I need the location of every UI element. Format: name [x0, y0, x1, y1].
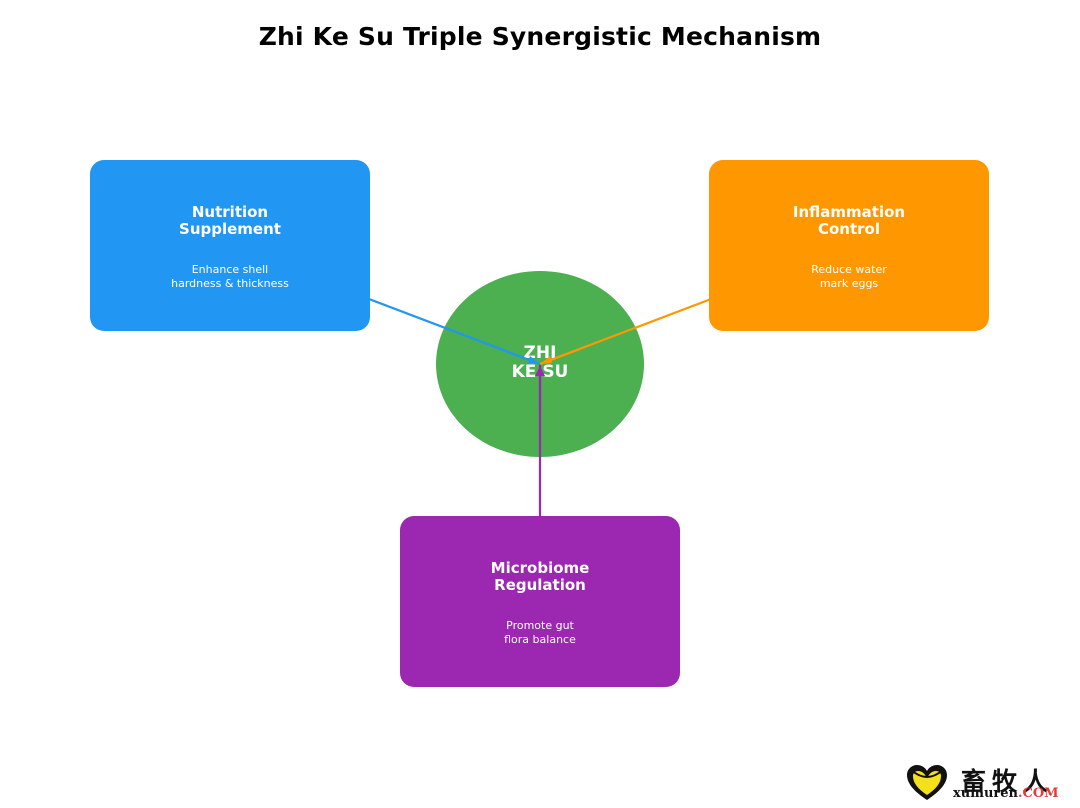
watermark-domain-text: xumuren.COM — [953, 786, 1059, 801]
arrowhead-inflammation — [540, 356, 552, 364]
arrowhead-microbiome — [535, 366, 545, 376]
node-nutrition-description: Enhance shell hardness & thickness — [171, 263, 289, 290]
node-inflammation-control: Inflammation Control Reduce water mark e… — [709, 160, 989, 331]
node-nutrition-title: Nutrition Supplement — [179, 203, 281, 238]
node-microbiome-description: Promote gut flora balance — [504, 619, 576, 646]
watermark-logo: 畜牧人 xumuren.COM — [905, 762, 1070, 804]
node-microbiome-regulation: Microbiome Regulation Promote gut flora … — [400, 516, 680, 687]
watermark-tld: .COM — [1017, 786, 1059, 801]
watermark-domain: xumuren — [953, 786, 1018, 801]
arrowhead-nutrition — [528, 356, 540, 364]
watermark-chinese-text: 畜牧人 — [961, 767, 1055, 796]
node-inflammation-description: Reduce water mark eggs — [811, 263, 887, 290]
heart-logo-icon — [907, 765, 947, 800]
node-microbiome-title: Microbiome Regulation — [490, 559, 590, 594]
node-nutrition-supplement: Nutrition Supplement Enhance shell hardn… — [90, 160, 370, 331]
node-inflammation-title: Inflammation Control — [792, 203, 906, 238]
diagram-title: Zhi Ke Su Triple Synergistic Mechanism — [258, 22, 822, 51]
